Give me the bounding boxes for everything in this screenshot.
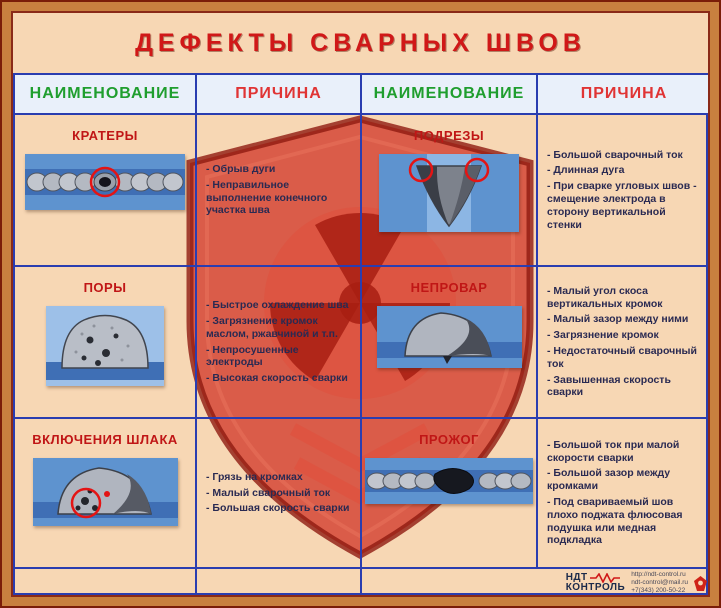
cause-cell-undercuts: - Большой сварочный ток - Длинная дуга - П…: [538, 115, 708, 267]
cause-line: - Высокая скорость сварки: [206, 372, 348, 385]
defect-cell-pores: ПОРЫ: [15, 267, 197, 419]
defect-name-lack-of-fusion: НЕПРОВАР: [410, 280, 488, 295]
burn-through-weld-illustration: [365, 458, 533, 504]
defects-table: НАИМЕНОВАНИЕ ПРИЧИНА НАИМЕНОВАНИЕ ПРИЧИН…: [13, 73, 708, 595]
column-header-cause-right: ПРИЧИНА: [538, 75, 708, 115]
cause-line: - Быстрое охлаждение шва: [206, 299, 349, 312]
column-header-name-right: НАИМЕНОВАНИЕ: [362, 75, 538, 115]
cause-list-undercuts: - Большой сварочный ток - Длинная дуга - П…: [547, 146, 703, 235]
cause-list-lack-of-fusion: - Малый угол скоса вертикальных кромок - …: [547, 282, 703, 402]
column-header-cause-left: ПРИЧИНА: [197, 75, 362, 115]
cause-line: - Обрыв дуги: [206, 162, 276, 175]
cause-line: - Грязь на кромках: [206, 470, 303, 483]
brand-block: НДТ КОНТРОЛЬ: [566, 573, 625, 593]
footer-spacer-left: [15, 569, 197, 595]
defect-cell-craters: КРАТЕРЫ: [15, 115, 197, 267]
red-stamp-icon: [694, 575, 707, 591]
column-header-name-left: НАИМЕНОВАНИЕ: [15, 75, 197, 115]
cause-cell-burn-through: - Большой ток при малой скорости сварки -…: [538, 419, 708, 569]
cause-line: - Неправильное выполнение конечного учас…: [206, 178, 328, 217]
defect-name-undercuts: ПОДРЕЗЫ: [413, 128, 485, 143]
defect-cell-undercuts: ПОДРЕЗЫ: [362, 115, 538, 267]
cause-list-pores: - Быстрое охлаждение шва - Загрязнение кр…: [206, 296, 353, 388]
cause-line: - Большой сварочный ток: [547, 148, 683, 161]
contact-line: http://ndt-control.ru: [631, 570, 686, 578]
cause-line: - Загрязнение кромок: [547, 329, 659, 342]
cause-line: - Малый сварочный ток: [206, 486, 331, 499]
cause-line: - Непросушенные электроды: [206, 343, 299, 369]
defect-cell-lack-of-fusion: НЕПРОВАР: [362, 267, 538, 419]
cause-line: - Большой зазор между кромками: [547, 467, 671, 493]
defect-name-craters: КРАТЕРЫ: [72, 128, 138, 143]
page-title: ДЕФЕКТЫ СВАРНЫХ ШВОВ: [135, 28, 586, 57]
cause-line: - Длинная дуга: [547, 164, 625, 177]
cause-line: - При сварке угловых швов - смещение эле…: [547, 180, 697, 231]
cause-list-burn-through: - Большой ток при малой скорости сварки -…: [547, 436, 703, 550]
undercuts-weld-illustration: [379, 154, 519, 232]
cause-line: - Большой ток при малой скорости сварки: [547, 438, 680, 464]
cause-line: - Под свариваемый шов плохо поджата флюс…: [547, 496, 683, 547]
craters-weld-illustration: [25, 154, 185, 210]
brand-kontrol: КОНТРОЛЬ: [565, 582, 626, 593]
defect-cell-slag-inclusions: ВКЛЮЧЕНИЯ ШЛАКА: [15, 419, 197, 569]
defect-cell-burn-through: ПРОЖОГ: [362, 419, 538, 569]
cause-cell-craters: - Обрыв дуги - Неправильное выполнение ко…: [197, 115, 362, 267]
weld-zigzag-icon: [589, 573, 620, 583]
defect-name-slag-inclusions: ВКЛЮЧЕНИЯ ШЛАКА: [32, 432, 178, 447]
cause-cell-slag-inclusions: - Грязь на кромках - Малый сварочный ток -…: [197, 419, 362, 569]
cause-cell-lack-of-fusion: - Малый угол скоса вертикальных кромок - …: [538, 267, 708, 419]
cause-line: - Малый угол скоса вертикальных кромок: [547, 284, 663, 310]
pores-weld-illustration: [46, 306, 164, 386]
cause-line: - Загрязнение кромок маслом, ржавчиной и…: [206, 314, 338, 340]
cause-line: - Большая скорость сварки: [206, 502, 350, 515]
defect-name-pores: ПОРЫ: [83, 280, 127, 295]
cause-line: - Недостаточный сварочный ток: [547, 345, 697, 370]
contact-line: ndt-control@mail.ru: [631, 578, 688, 586]
contact-line: +7(343) 200-50-22: [631, 587, 686, 595]
cause-list-craters: - Обрыв дуги - Неправильное выполнение ко…: [206, 160, 353, 220]
lack-of-fusion-weld-illustration: [376, 306, 522, 368]
brand-ndt: НДТ: [565, 572, 588, 583]
slag-inclusions-weld-illustration: [32, 458, 178, 526]
footer-spacer-mid: [197, 569, 362, 595]
cause-cell-pores: - Быстрое охлаждение шва - Загрязнение кр…: [197, 267, 362, 419]
title-bar: ДЕФЕКТЫ СВАРНЫХ ШВОВ: [13, 13, 708, 73]
cause-line: - Завышенная скорость сварки: [547, 373, 671, 399]
defect-name-burn-through: ПРОЖОГ: [419, 432, 479, 447]
poster-inner: ДЕФЕКТЫ СВАРНЫХ ШВОВ НАИМЕНОВАНИЕ ПРИЧИН…: [11, 11, 710, 597]
cause-line: - Малый зазор между ними: [547, 313, 689, 326]
cause-list-slag-inclusions: - Грязь на кромках - Малый сварочный ток -…: [206, 468, 353, 518]
